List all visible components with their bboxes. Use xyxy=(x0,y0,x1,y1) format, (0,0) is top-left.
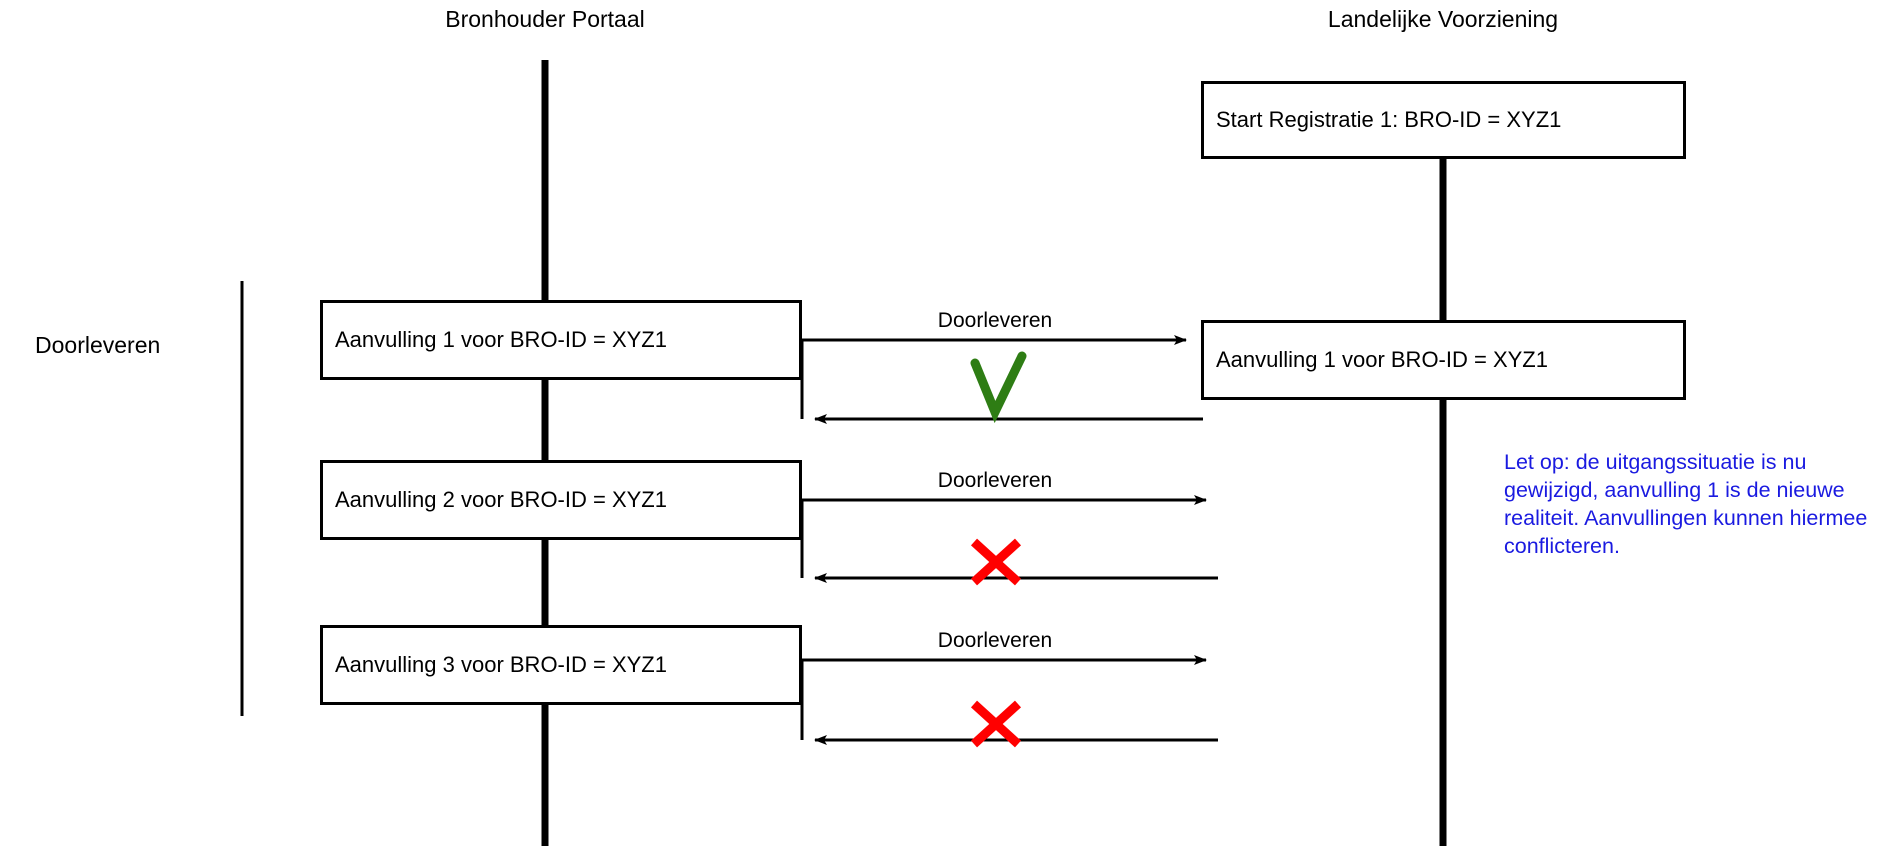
lane-title-landelijke-voorziening: Landelijke Voorziening xyxy=(1327,6,1559,32)
box-start-registratie-label: Start Registratie 1: BRO-ID = XYZ1 xyxy=(1216,107,1562,132)
box-aanvulling-2-left-label: Aanvulling 2 voor BRO-ID = XYZ1 xyxy=(335,487,667,512)
arrow-label-doorleveren-2: Doorleveren xyxy=(937,469,1053,492)
box-aanvulling-3-left-label: Aanvulling 3 voor BRO-ID = XYZ1 xyxy=(335,652,667,677)
group-label-doorleveren: Doorleveren xyxy=(35,332,161,358)
box-aanvulling-1-left-label: Aanvulling 1 voor BRO-ID = XYZ1 xyxy=(335,327,667,352)
exchange-1-arrows xyxy=(800,335,1203,424)
box-aanvulling-1-left[interactable]: Aanvulling 1 voor BRO-ID = XYZ1 xyxy=(320,300,802,380)
box-start-registratie[interactable]: Start Registratie 1: BRO-ID = XYZ1 xyxy=(1201,81,1686,159)
box-aanvulling-1-right[interactable]: Aanvulling 1 voor BRO-ID = XYZ1 xyxy=(1201,320,1686,400)
box-aanvulling-1-right-label: Aanvulling 1 voor BRO-ID = XYZ1 xyxy=(1216,347,1548,372)
exchange-2-arrows xyxy=(800,495,1218,583)
arrow-label-doorleveren-1: Doorleveren xyxy=(937,309,1053,332)
box-aanvulling-2-left[interactable]: Aanvulling 2 voor BRO-ID = XYZ1 xyxy=(320,460,802,540)
box-aanvulling-3-left[interactable]: Aanvulling 3 voor BRO-ID = XYZ1 xyxy=(320,625,802,705)
success-check-icon-1 xyxy=(970,351,1027,424)
failure-cross-icon-2 xyxy=(970,538,1022,586)
failure-cross-icon-3 xyxy=(970,700,1022,748)
note-uitgangssituatie: Let op: de uitgangssituatie is nu gewijz… xyxy=(1504,450,1868,558)
arrow-label-doorleveren-3: Doorleveren xyxy=(937,629,1053,652)
exchange-3-arrows xyxy=(800,655,1218,745)
lane-title-bronhouder-portaal: Bronhouder Portaal xyxy=(445,6,645,32)
